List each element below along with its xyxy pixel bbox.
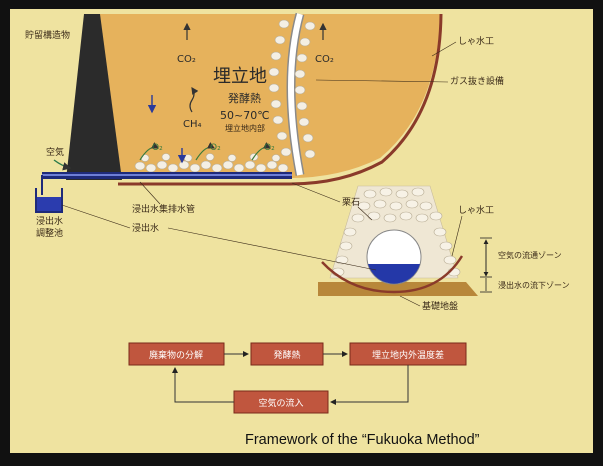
storage-wall xyxy=(66,14,122,180)
fermentation-heat-label: 発酵熱 xyxy=(228,91,261,105)
storage-structure-label: 貯留構造物 xyxy=(25,29,70,41)
air-arrow xyxy=(53,159,72,171)
o2-label-2: O₂ xyxy=(210,143,221,153)
co2-right-label: CO₂ xyxy=(315,54,334,65)
flow-arrow-4 xyxy=(172,367,234,403)
flow-step-3: 埋立地内外温度差 xyxy=(372,349,444,361)
pond-label-2: 調整池 xyxy=(36,227,63,239)
flow-step-1: 廃棄物の分解 xyxy=(149,349,203,361)
o2-label-3: O₂ xyxy=(264,143,275,153)
ch4-arrow xyxy=(189,87,199,113)
liner-leader-top xyxy=(431,41,457,57)
flow-step-4: 空気の流入 xyxy=(258,397,303,409)
foundation-leader xyxy=(399,295,421,307)
foundation-label: 基礎地盤 xyxy=(422,300,458,312)
landfill-interior-label: 埋立地内部 xyxy=(225,123,265,133)
landfill-body xyxy=(95,14,440,178)
gas-vent-label: ガス抜き設備 xyxy=(450,75,504,87)
air-zone-label: 空気の流通ゾーン xyxy=(498,250,562,260)
gravel-leader-b xyxy=(357,206,373,221)
gas-vent-pipe xyxy=(288,13,303,176)
pond-water xyxy=(37,197,61,211)
o2-label-1: O₂ xyxy=(152,143,163,153)
drain-pipe-leader xyxy=(139,181,161,205)
o2-arrow-3 xyxy=(251,142,272,161)
leachate-pond xyxy=(35,188,63,213)
co2-left-label: CO₂ xyxy=(177,54,196,65)
liner-label-top: しゃ水工 xyxy=(458,35,494,47)
gas-vent-gravel xyxy=(268,19,316,159)
gravel-mound-stones xyxy=(331,187,461,277)
gravel-leader-a xyxy=(291,182,341,203)
gas-vent-leader xyxy=(315,79,449,83)
ch4-label: CH₄ xyxy=(183,119,202,130)
leachate-leader-right xyxy=(167,227,377,271)
detail-liner xyxy=(321,255,464,294)
drain-pipe-highlight xyxy=(42,174,292,176)
temperature-range: 50~70℃ xyxy=(220,109,270,122)
drain-pipe-label: 浸出水集排水管 xyxy=(132,203,195,215)
detail-section xyxy=(318,185,492,296)
leachate-label: 浸出水 xyxy=(132,222,159,234)
air-label: 空気 xyxy=(46,146,64,158)
liner-label-detail: しゃ水工 xyxy=(458,204,494,216)
landfill-section xyxy=(35,12,443,213)
figure-caption: Framework of the “Fukuoka Method” xyxy=(245,432,480,448)
liner-leader-detail xyxy=(451,215,463,257)
leach-zone-label: 浸出水の流下ゾーン xyxy=(498,280,570,290)
o2-arrow-2 xyxy=(195,142,216,161)
landfill-title: 埋立地 xyxy=(213,66,267,87)
gravel-bottom xyxy=(134,153,289,173)
flow-arrow-3 xyxy=(330,365,409,405)
pond-label-1: 浸出水 xyxy=(36,215,63,227)
gravel-label: 栗石 xyxy=(342,197,360,208)
liner-line xyxy=(118,13,443,186)
pipe-water xyxy=(368,264,420,284)
o2-arrow-1 xyxy=(139,142,160,161)
leachate-leader-left xyxy=(61,204,131,229)
flow-diagram: 廃棄物の分解 発酵熱 埋立地内外温度差 空気の流入 xyxy=(128,342,467,414)
flow-step-2: 発酵熱 xyxy=(273,349,300,361)
